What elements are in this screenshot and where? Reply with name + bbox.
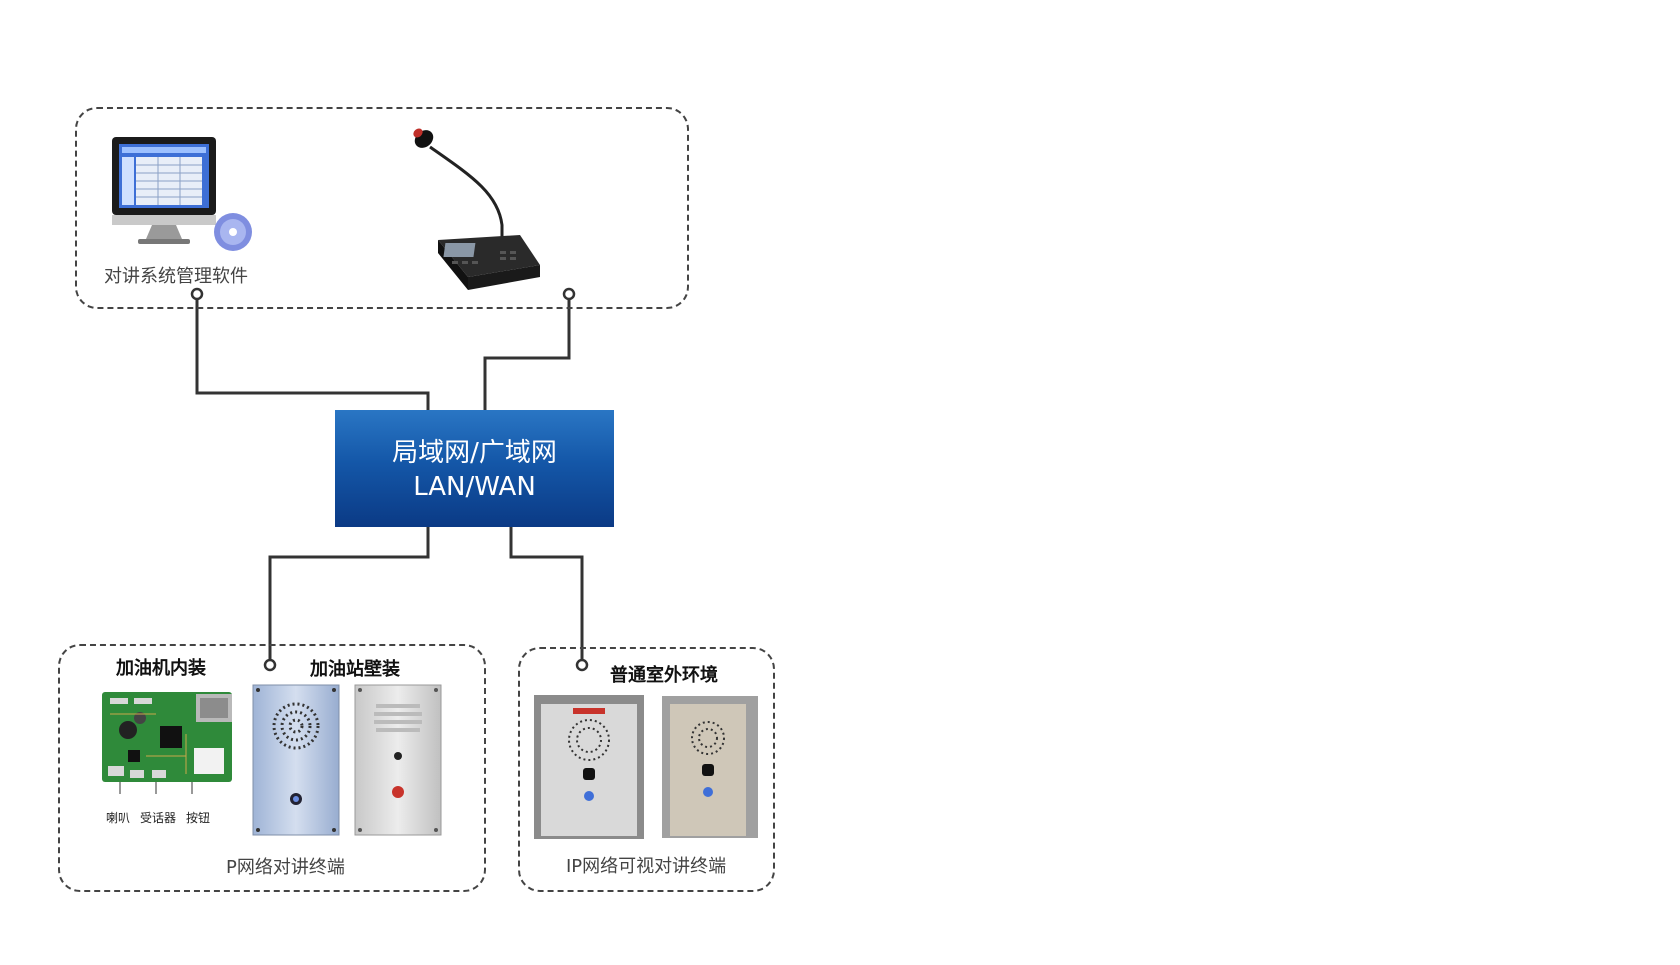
board-label-receiver: 受话器 <box>140 811 177 825</box>
ip-video-terminal-group <box>518 647 775 892</box>
heading-internal: 加油机内装 <box>116 658 206 679</box>
software-label: 对讲系统管理软件 <box>104 266 248 287</box>
wire-console-to-network <box>483 295 571 410</box>
microphone-console-icon <box>413 128 540 290</box>
caption-p-network: P网络对讲终端 <box>226 857 345 878</box>
management-group <box>75 107 689 309</box>
heading-outdoor: 普通室外环境 <box>610 665 718 686</box>
port-console <box>562 287 576 301</box>
p-network-terminal-group <box>58 644 486 892</box>
wire-software-to-network <box>195 295 430 410</box>
outdoor-terminal-1-icon <box>534 695 644 839</box>
board-label-speaker: 喇叭 <box>106 811 131 825</box>
network-label-cn: 局域网/广域网 <box>392 438 557 468</box>
wire-network-to-outdoor-terminals <box>509 527 584 664</box>
port-outdoor-terminals <box>575 658 589 672</box>
caption-ip-video: IP网络可视对讲终端 <box>566 856 727 877</box>
monitor-icon <box>112 137 252 251</box>
wall-terminal-silver-icon <box>354 684 442 836</box>
port-wall-terminals <box>263 658 277 672</box>
network-box: 局域网/广域网 LAN/WAN <box>335 410 614 527</box>
board-label-button: 按钮 <box>186 811 211 825</box>
port-software <box>190 287 204 301</box>
wire-network-to-wall-terminals <box>268 527 430 664</box>
network-label-en: LAN/WAN <box>413 472 536 502</box>
wall-terminal-blue-icon <box>252 684 340 836</box>
outdoor-terminal-2-icon <box>662 696 758 838</box>
circuit-board-icon <box>102 692 232 794</box>
heading-wall: 加油站壁装 <box>310 659 400 680</box>
